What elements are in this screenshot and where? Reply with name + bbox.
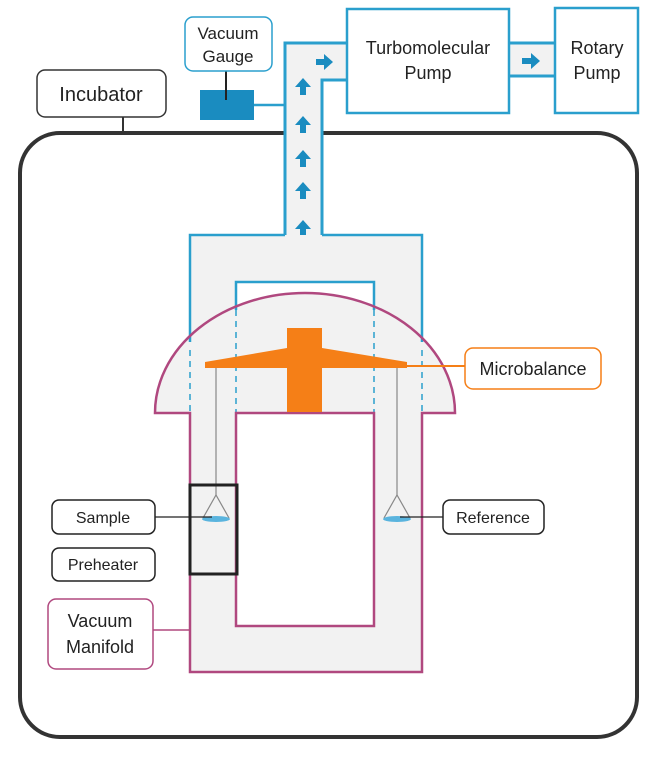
vacuum-manifold <box>153 233 457 674</box>
svg-text:Vacuum: Vacuum <box>68 611 133 631</box>
arrow-up-icon <box>295 150 311 167</box>
svg-text:Reference: Reference <box>456 510 530 527</box>
vacuum-gauge <box>200 71 285 120</box>
microbalance-label: Microbalance <box>464 347 602 390</box>
arrow-right-icon <box>316 54 333 70</box>
svg-text:Microbalance: Microbalance <box>479 359 586 379</box>
vacuum-manifold-label: Vacuum Manifold <box>47 598 154 670</box>
svg-text:Pump: Pump <box>404 63 451 83</box>
svg-text:Turbomolecular: Turbomolecular <box>366 38 490 58</box>
rotary-pump: Rotary Pump <box>553 6 640 115</box>
arrow-up-icon <box>295 182 311 199</box>
svg-text:Gauge: Gauge <box>202 47 253 66</box>
sample-label: Sample <box>51 499 156 535</box>
svg-text:Rotary: Rotary <box>570 38 623 58</box>
preheater-label: Preheater <box>51 547 156 582</box>
vacuum-gauge-label: Vacuum Gauge <box>184 16 273 72</box>
preheater <box>188 483 239 576</box>
svg-text:Sample: Sample <box>76 510 130 527</box>
svg-text:Pump: Pump <box>573 63 620 83</box>
flow-arrows <box>295 53 540 237</box>
svg-text:Manifold: Manifold <box>66 637 134 657</box>
arrow-up-icon <box>295 78 311 95</box>
incubator-label: Incubator <box>36 69 167 118</box>
arrow-right-icon <box>522 53 540 69</box>
svg-text:Preheater: Preheater <box>68 557 139 574</box>
microbalance <box>205 328 465 412</box>
turbomolecular-pump: Turbomolecular Pump <box>345 7 511 115</box>
incubator-enclosure <box>18 131 639 739</box>
svg-text:Incubator: Incubator <box>59 84 143 106</box>
arrow-up-icon <box>295 116 311 133</box>
reference-label: Reference <box>442 499 545 535</box>
svg-text:Vacuum: Vacuum <box>197 24 258 43</box>
arrow-up-icon <box>295 220 311 237</box>
